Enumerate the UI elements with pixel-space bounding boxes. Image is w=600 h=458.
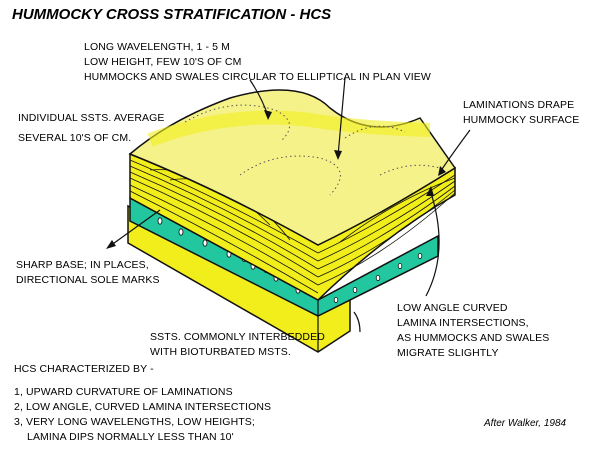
leader-plan-view [337,77,346,157]
label-wavelength-line-1: LONG WAVELENGTH, 1 - 5 M [84,41,230,53]
label-laminations-line-2: HUMMOCKY SURFACE [463,114,580,126]
label-laminations: LAMINATIONS DRAPE HUMMOCKY SURFACE [463,98,579,128]
hcs-characteristic-2: 2, LOW ANGLE, CURVED LAMINA INTERSECTION… [14,401,272,413]
label-sharp-base-line-2: DIRECTIONAL SOLE MARKS [16,274,160,286]
label-low-angle-line-2: LAMINA INTERSECTIONS, [397,317,529,329]
label-interbedded-line-1: SSTS. COMMONLY INTERBEDDED [150,331,325,343]
label-wavelength-line-3: HUMMOCKS AND SWALES CIRCULAR TO ELLIPTIC… [84,71,431,83]
label-interbedded: SSTS. COMMONLY INTERBEDDED WITH BIOTURBA… [150,330,325,360]
label-sharp-base-line-1: SHARP BASE; IN PLACES, [16,259,149,271]
leader-lines [109,77,471,333]
leader-low-angle [425,189,440,297]
label-low-angle-line-3: AS HUMMOCKS AND SWALES [397,332,550,344]
hcs-characteristics-heading: HCS CHARACTERIZED BY - [14,363,154,375]
label-low-angle-line-4: MIGRATE SLIGHTLY [397,347,499,359]
label-wavelength-line-2: LOW HEIGHT, FEW 10'S OF CM [84,56,242,68]
label-low-angle-line-1: LOW ANGLE CURVED [397,302,508,314]
label-individual-line-2: SEVERAL 10'S OF CM. [18,132,132,144]
label-individual-line-1: INDIVIDUAL SSTS. AVERAGE [18,112,165,124]
label-low-angle: LOW ANGLE CURVED LAMINA INTERSECTIONS, A… [397,301,549,361]
leader-sharp-base [109,209,161,247]
label-laminations-line-1: LAMINATIONS DRAPE [463,99,575,111]
hcs-characteristic-3-cont: LAMINA DIPS NORMALLY LESS THAN 10' [27,431,234,443]
upper-sandstone-bed [128,89,457,301]
hcs-characteristic-3: 3, VERY LONG WAVELENGTHS, LOW HEIGHTS; [14,416,255,428]
leader-interbedded [353,311,361,333]
label-individual: INDIVIDUAL SSTS. AVERAGE SEVERAL 10'S OF… [18,108,165,148]
arrowheads [106,110,446,249]
label-sharp-base: SHARP BASE; IN PLACES, DIRECTIONAL SOLE … [16,258,160,288]
diagram-title: HUMMOCKY CROSS STRATIFICATION - HCS [12,6,332,23]
label-interbedded-line-2: WITH BIOTURBATED MSTS. [150,346,291,358]
hcs-characteristic-1: 1, UPWARD CURVATURE OF LAMINATIONS [14,386,233,398]
hcs-characteristics: HCS CHARACTERIZED BY - 1, UPWARD CURVATU… [14,362,271,445]
label-wavelength: LONG WAVELENGTH, 1 - 5 M LOW HEIGHT, FEW… [84,40,431,85]
leader-laminations [439,129,471,173]
source-credit: After Walker, 1984 [484,418,567,429]
hummock-contours [184,104,441,196]
